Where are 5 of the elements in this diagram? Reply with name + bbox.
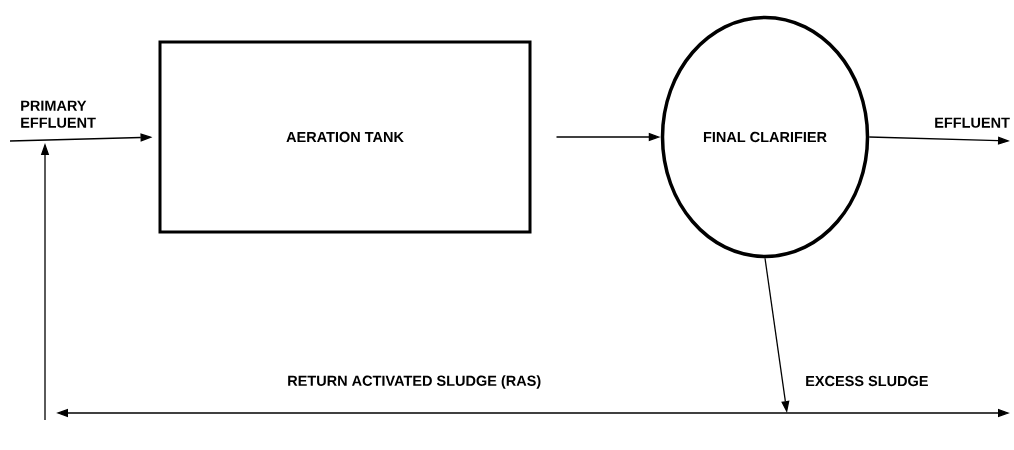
flow-label: RETURN ACTIVATED SLUDGE (RAS) xyxy=(288,375,541,389)
edge-label: EFFLUENT xyxy=(935,117,1010,128)
edge-label: EXCESS SLUDGE xyxy=(806,375,928,387)
edge-label: PRIMARY EFFLUENT xyxy=(21,100,96,128)
tank-box: AERATION TANK xyxy=(158,40,532,234)
